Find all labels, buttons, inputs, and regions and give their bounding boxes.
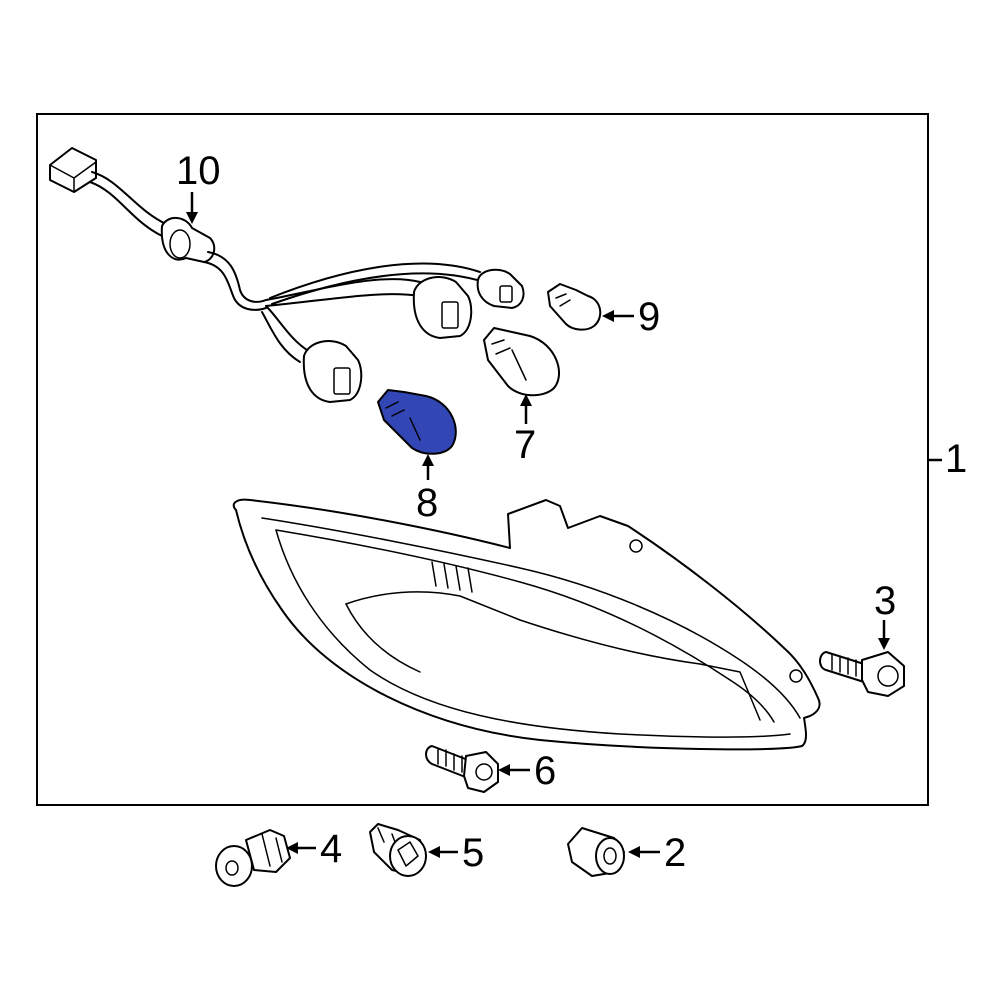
callout-10[interactable]: 10 [176,149,221,224]
part-9-wedge-bulb[interactable] [547,283,602,331]
part-5-clip[interactable] [369,823,427,877]
part-10-wiring-harness[interactable] [49,147,525,403]
callout-4[interactable]: 4 [286,827,342,871]
callout-1[interactable]: 1 [928,437,967,481]
part-6-bolt[interactable] [425,745,499,793]
callout-4-label: 4 [320,827,342,871]
callout-3-label: 3 [874,579,896,623]
callout-9-label: 9 [638,295,660,339]
callout-10-label: 10 [176,149,221,193]
part-4-push-clip[interactable] [215,829,291,887]
callout-7-label: 7 [514,423,536,467]
callout-3[interactable]: 3 [874,579,896,650]
callout-5[interactable]: 5 [428,831,484,875]
callout-5-label: 5 [462,831,484,875]
callout-9[interactable]: 9 [602,295,660,339]
callout-6-label: 6 [534,749,556,793]
part-2-nut[interactable] [567,827,625,877]
part-1-lamp-assembly[interactable] [232,498,821,751]
callout-6[interactable]: 6 [498,749,556,793]
callout-7[interactable]: 7 [514,394,536,467]
callout-1-label: 1 [945,437,967,481]
part-8-wedge-bulb-highlighted[interactable] [377,389,457,455]
part-8-body [377,389,457,455]
part-7-wedge-bulb[interactable] [483,327,560,397]
part-3-bolt[interactable] [819,651,905,697]
callout-8-label: 8 [416,481,438,525]
callout-2[interactable]: 2 [628,831,686,875]
callout-8[interactable]: 8 [416,454,438,525]
callout-2-label: 2 [664,831,686,875]
